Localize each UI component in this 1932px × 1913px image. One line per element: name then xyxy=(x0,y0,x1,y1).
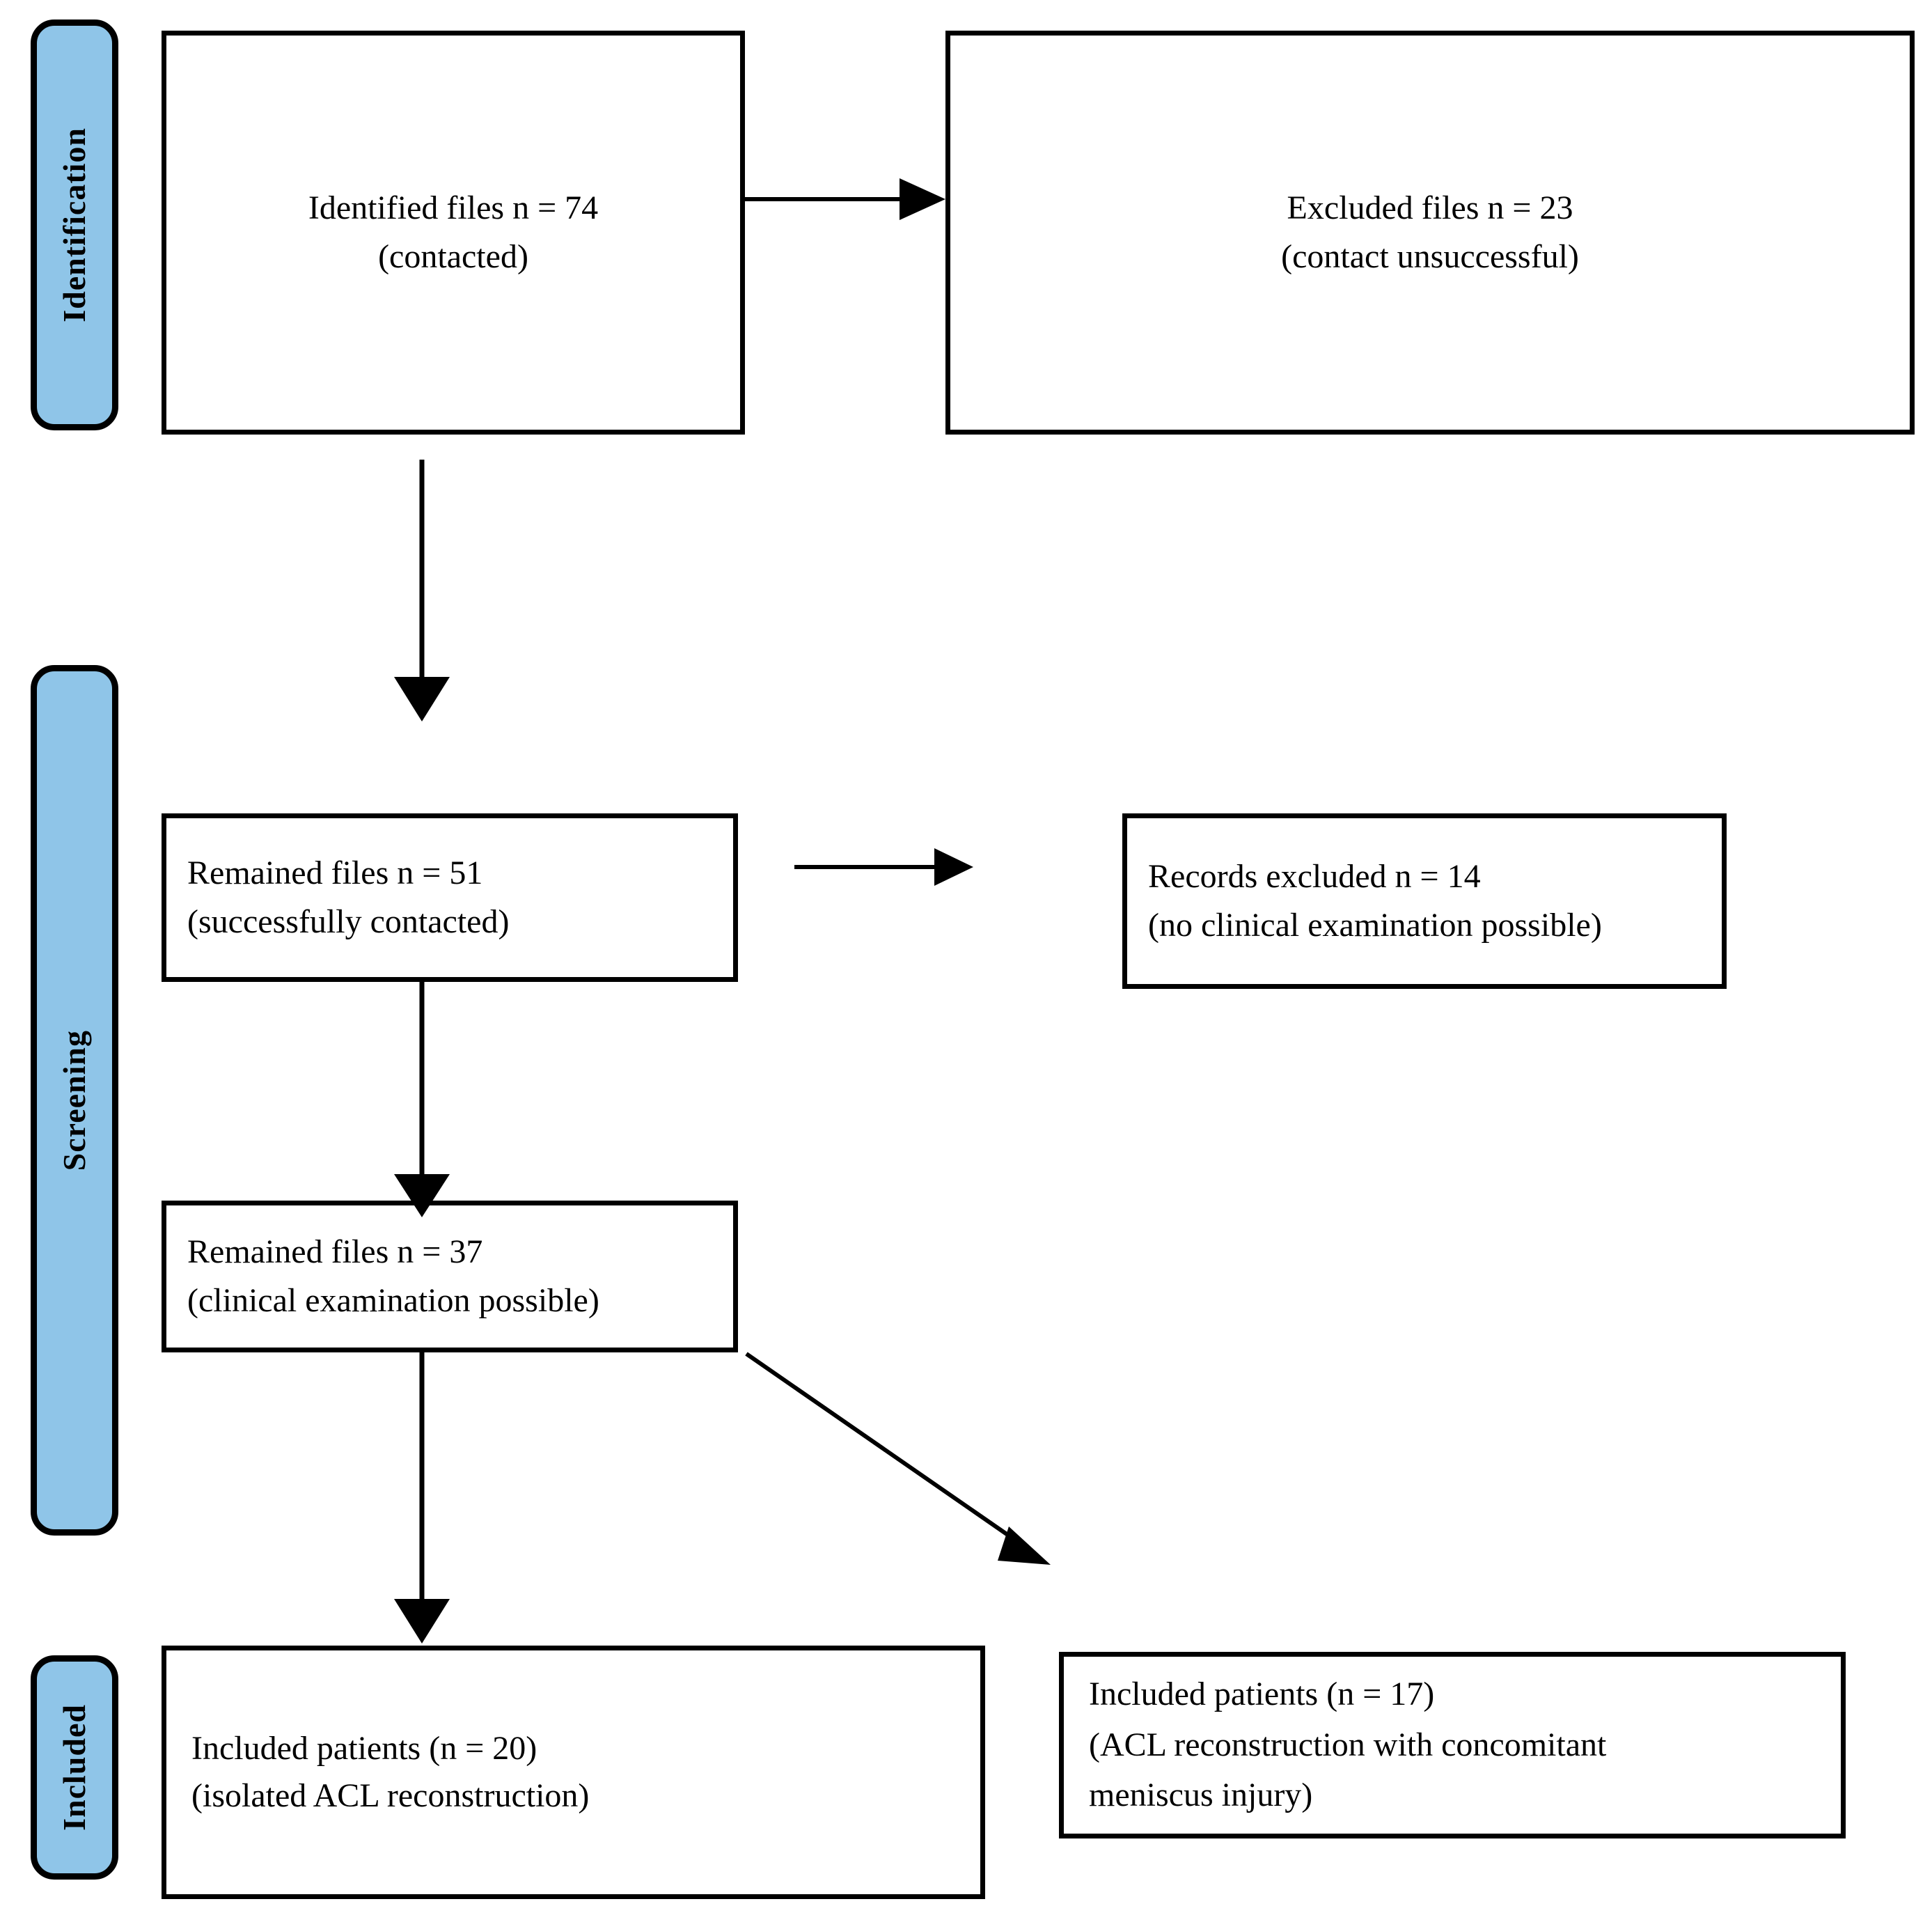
included-patients-17-count: Included patients (n = 17) xyxy=(1089,1675,1435,1712)
excluded-files-count: Excluded files n = 23 xyxy=(1287,189,1573,226)
included-patients-17-note-line2: meniscus injury) xyxy=(1089,1777,1313,1814)
phase-bar-screening: Screening xyxy=(31,665,118,1536)
remained-files-51-count: Remained files n = 51 xyxy=(187,854,483,891)
arrow-identified-to-remained-51 xyxy=(394,460,450,721)
records-excluded-count: Records excluded n = 14 xyxy=(1148,857,1481,895)
phase-label-screening: Screening xyxy=(56,1029,92,1171)
flow-box-remained-files-37: Remained files n = 37 (clinical examinat… xyxy=(162,1201,738,1352)
flow-box-included-patients-20: Included patients (n = 20) (isolated ACL… xyxy=(162,1646,985,1899)
remained-files-37-count: Remained files n = 37 xyxy=(187,1233,483,1270)
arrow-remained-37-to-included-17 xyxy=(745,1352,1051,1565)
records-excluded-note: (no clinical examination possible) xyxy=(1148,907,1602,944)
flow-box-included-patients-17: Included patients (n = 17) (ACL reconstr… xyxy=(1059,1652,1846,1838)
identified-files-count: Identified files n = 74 xyxy=(308,189,599,226)
arrow-remained-37-to-included-20 xyxy=(394,1352,450,1643)
phase-label-included: Included xyxy=(56,1704,92,1831)
flow-box-records-excluded: Records excluded n = 14 (no clinical exa… xyxy=(1122,813,1727,989)
arrow-remained-51-to-records-excluded xyxy=(794,848,973,886)
phase-bar-identification: Identification xyxy=(31,19,118,430)
flow-box-excluded-files: Excluded files n = 23 (contact unsuccess… xyxy=(945,31,1915,435)
phase-label-identification: Identification xyxy=(56,127,92,322)
arrow-identified-to-excluded xyxy=(745,178,945,220)
flow-box-identified-files: Identified files n = 74 (contacted) xyxy=(162,31,745,435)
included-patients-20-count: Included patients (n = 20) xyxy=(191,1729,537,1767)
excluded-files-note: (contact unsuccessful) xyxy=(1281,238,1579,275)
included-patients-20-note: (isolated ACL reconstruction) xyxy=(191,1777,590,1814)
flow-box-remained-files-51: Remained files n = 51 (successfully cont… xyxy=(162,813,738,982)
included-patients-17-note-line1: (ACL reconstruction with concomitant xyxy=(1089,1726,1607,1763)
remained-files-37-note: (clinical examination possible) xyxy=(187,1282,599,1319)
arrow-remained-51-to-remained-37 xyxy=(394,982,450,1217)
remained-files-51-note: (successfully contacted) xyxy=(187,903,510,940)
phase-bar-included: Included xyxy=(31,1655,118,1880)
identified-files-note: (contacted) xyxy=(378,238,528,275)
